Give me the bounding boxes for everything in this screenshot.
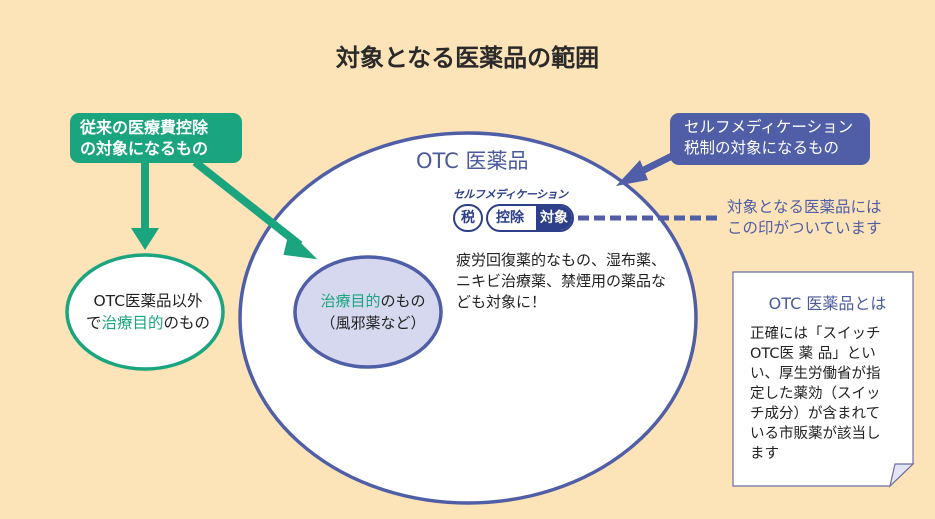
tax-badge-icon: 税 [453, 204, 483, 232]
otc-label: OTC 医薬品 [416, 149, 529, 173]
inner-line1-highlight: 治療目的 [320, 292, 381, 310]
outside-circle-text: OTC医薬品以外 で治療目的のもの [78, 290, 218, 334]
outside-line2: で治療目的のもの [78, 312, 218, 334]
self-medication-callout: セルフメディケーション 税制の対象になるもの [670, 113, 870, 165]
inner-line1: 治療目的のもの [298, 290, 448, 312]
mark-caption: セルフメディケーション [453, 188, 568, 201]
green-callout-line2: の対象になるもの [80, 139, 209, 158]
outside-line1: OTC医薬品以外 [93, 292, 203, 310]
blue-callout-line1: セルフメディケーション [684, 118, 854, 136]
inner-line2: （風邪薬など） [320, 314, 426, 332]
otc-description: 疲労回復薬的なもの、湿布薬、ニキビ治療薬、禁煙用の薬品なども対象に！ [456, 251, 667, 311]
note-card [732, 271, 915, 488]
blue-arrow [616, 152, 674, 186]
conventional-deduction-callout: 従来の医療費控除 の対象になるもの [70, 113, 242, 163]
note-card-body: 正確には「スイッチ OTC医 薬 品」とい い、厚生労働省が指 定した薬効（スイ… [750, 326, 881, 462]
mark-note-line1: 対象となる医薬品には [727, 198, 882, 216]
mark-note: 対象となる医薬品には この印がついています [727, 197, 882, 239]
note-card-title: OTC 医薬品とは [768, 294, 887, 313]
deduction-badge: 控除 対象 [486, 204, 574, 232]
green-callout-line1: 従来の医療費控除 [80, 118, 209, 137]
mark-note-line2: この印がついています [727, 219, 882, 237]
inner-line1-suffix: のもの [380, 292, 426, 310]
outside-line2-prefix: で [85, 314, 102, 332]
green-arrow-diagonal [192, 158, 318, 260]
outside-line2-highlight: 治療目的 [101, 314, 164, 332]
outside-ellipse [65, 253, 225, 371]
outside-line2-suffix: のもの [163, 314, 211, 332]
blue-callout-line2: 税制の対象になるもの [684, 139, 840, 157]
treatment-ellipse [293, 255, 443, 369]
otc-ellipse [238, 131, 698, 505]
deduction-badge-left: 控除 [496, 210, 524, 226]
green-arrow-down [131, 162, 159, 250]
inner-circle-text: 治療目的のもの （風邪薬など） [298, 290, 448, 334]
deduction-badge-right: 対象 [536, 206, 572, 230]
page-title: 対象となる医薬品の範囲 [335, 44, 600, 72]
